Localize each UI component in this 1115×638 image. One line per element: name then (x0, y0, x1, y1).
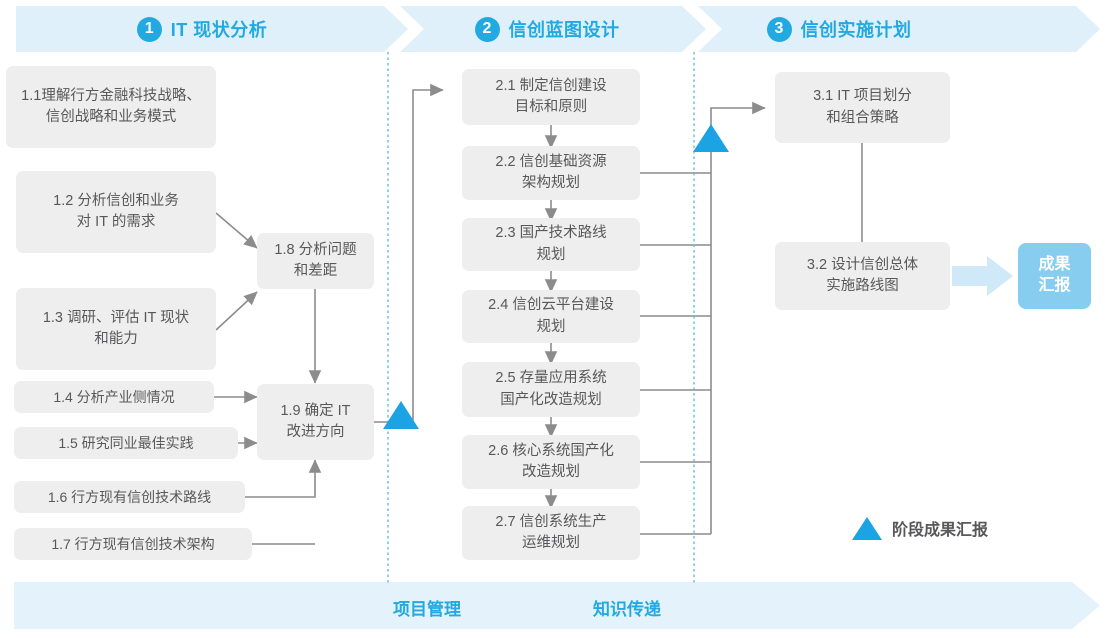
process-box-3-1[interactable]: 3.1 IT 项目划分和组合策略 (775, 72, 950, 143)
phase-title-2: 信创蓝图设计 (508, 20, 620, 40)
phase-number-3: 3 (766, 16, 792, 42)
milestone-triangle-phase2 (693, 124, 729, 152)
bottom-band-arrow (14, 582, 1100, 629)
process-box-2-1[interactable]: 2.1 制定信创建设目标和原则 (462, 69, 640, 125)
process-box-1-1[interactable]: 1.1理解行方金融科技战略、信创战略和业务模式 (6, 66, 216, 148)
process-box-1-5[interactable]: 1.5 研究同业最佳实践 (14, 427, 238, 459)
band-label-knowledge-transfer: 知识传递 (593, 600, 661, 619)
milestone-triangle-icon (852, 516, 882, 540)
legend-label: 阶段成果汇报 (892, 522, 989, 539)
phase-number-1: 1 (136, 16, 162, 42)
phase-header-2[interactable]: 2 信创蓝图设计 (400, 6, 706, 52)
process-box-2-2[interactable]: 2.2 信创基础资源架构规划 (462, 146, 640, 200)
phase-header-3[interactable]: 3 信创实施计划 (698, 6, 1100, 52)
result-arrow (952, 256, 1013, 296)
process-box-2-3[interactable]: 2.3 国产技术路线规划 (462, 218, 640, 271)
phase-title-1: IT 现状分析 (170, 20, 268, 40)
process-box-1-6[interactable]: 1.6 行方现有信创技术路线 (14, 481, 245, 513)
milestone-triangle-phase1 (383, 401, 419, 429)
phase-number-2: 2 (474, 16, 500, 42)
process-box-2-6[interactable]: 2.6 核心系统国产化改造规划 (462, 435, 640, 489)
phase-header-1[interactable]: 1 IT 现状分析 (16, 6, 408, 52)
process-box-1-7[interactable]: 1.7 行方现有信创技术架构 (14, 528, 252, 560)
result-badge[interactable]: 成果汇报 (1018, 243, 1091, 309)
legend: 阶段成果汇报 (852, 516, 988, 540)
phase-title-3: 信创实施计划 (800, 20, 912, 40)
process-box-2-5[interactable]: 2.5 存量应用系统国产化改造规划 (462, 362, 640, 417)
process-box-1-4[interactable]: 1.4 分析产业侧情况 (14, 381, 214, 413)
process-box-1-3[interactable]: 1.3 调研、评估 IT 现状和能力 (16, 288, 216, 370)
process-box-1-2[interactable]: 1.2 分析信创和业务对 IT 的需求 (16, 171, 216, 253)
process-box-2-7[interactable]: 2.7 信创系统生产运维规划 (462, 506, 640, 560)
process-box-2-4[interactable]: 2.4 信创云平台建设规划 (462, 290, 640, 343)
process-box-1-8[interactable]: 1.8 分析问题和差距 (257, 233, 374, 289)
band-label-project-management: 项目管理 (393, 600, 461, 619)
